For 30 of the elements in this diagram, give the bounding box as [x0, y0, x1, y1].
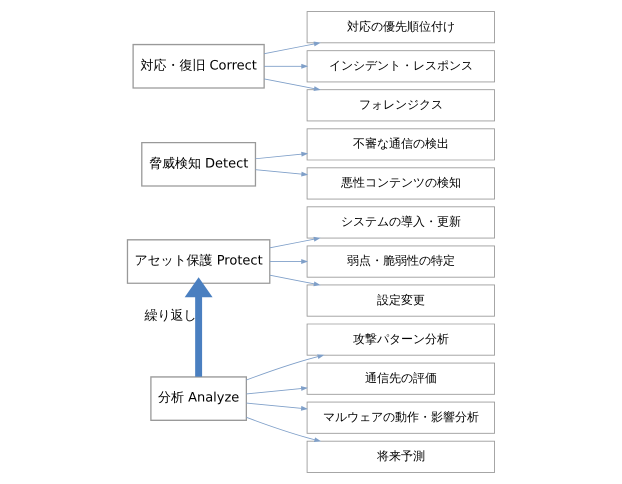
arrow [269, 236, 321, 248]
arrow [246, 386, 308, 394]
arrow [255, 169, 308, 176]
node-box: 対応・復旧 Correct [132, 44, 265, 89]
arrow [246, 402, 308, 411]
node-box: 攻撃パターン分析 [306, 324, 495, 356]
node-box: 将来予測 [306, 440, 495, 473]
node-box: 対応の優先順位付け [306, 11, 495, 44]
node-box: 分析 Analyze [150, 376, 247, 421]
node-box: インシデント・レスポンス [306, 50, 495, 82]
node-box: 通信先の評価 [306, 362, 495, 395]
node-box: 不審な通信の検出 [306, 128, 495, 160]
node-box: 弱点・脆弱性の特定 [306, 245, 495, 278]
arrow [269, 274, 321, 286]
arrow [269, 259, 308, 264]
arrow [184, 277, 213, 377]
arrow [255, 152, 308, 160]
edge-label: 繰り返し [144, 308, 197, 324]
arrow [264, 42, 321, 54]
arrow [246, 416, 322, 442]
arrow [264, 78, 321, 91]
node-box: マルウェアの動作・影響分析 [306, 402, 495, 434]
node-box: アセット保護 Protect [126, 239, 270, 284]
arrow [246, 354, 324, 380]
node-box: システムの導入・更新 [306, 206, 495, 239]
arrow [264, 64, 308, 69]
node-box: 脅威検知 Detect [141, 142, 256, 187]
node-box: 悪性コンテンツの検知 [306, 167, 495, 200]
node-box: フォレンジクス [306, 89, 495, 122]
node-box: 設定変更 [306, 284, 495, 317]
